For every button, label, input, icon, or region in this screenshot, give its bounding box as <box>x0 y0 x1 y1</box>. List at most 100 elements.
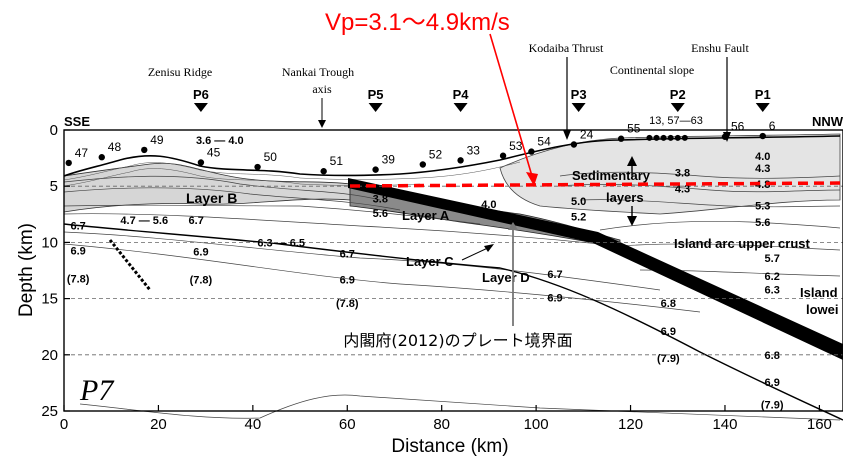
station-label: 39 <box>382 153 396 167</box>
plate-boundary-label: 内閣府(2012)のプレート境界面 <box>343 331 572 350</box>
station-dot <box>617 135 625 142</box>
sed-arrowhead-down <box>627 216 637 226</box>
x-tick-label: 120 <box>618 416 643 433</box>
velocity-label: 5.7 <box>765 253 780 265</box>
velocity-label: 6.8 <box>765 350 780 362</box>
y-tick-label: 0 <box>50 122 58 139</box>
station-dot <box>674 134 681 141</box>
station-dot <box>457 157 464 164</box>
x-tick-label: 40 <box>245 416 262 433</box>
x-axis-label: Distance (km) <box>391 436 508 457</box>
station-dot <box>254 163 261 171</box>
vp-pointer-line <box>489 33 533 177</box>
velocity-label: (7.8) <box>336 298 359 310</box>
y-tick-label: 5 <box>50 178 58 195</box>
station-label: 53 <box>509 139 523 153</box>
plot-frame <box>63 129 843 412</box>
kodaiba-arrowhead <box>563 130 571 140</box>
profile-label: P2 <box>670 87 686 102</box>
x-tick-label: 80 <box>433 416 450 433</box>
y-axis-ticks: 0 5 10 15 20 25 <box>41 122 70 420</box>
panel-label: P7 <box>79 374 115 407</box>
profile-label: P4 <box>453 87 470 102</box>
x-tick-label: 140 <box>712 416 737 433</box>
vp-pointer-arrowhead <box>526 172 538 186</box>
layer-b-band <box>63 162 351 213</box>
profile-triangle-icon <box>368 103 383 112</box>
profile-triangle-icon <box>571 103 586 112</box>
plate-boundary-arrowhead <box>508 222 518 230</box>
enshu-fault-label: Enshu Fault <box>691 41 749 55</box>
sse-label: SSE <box>64 114 90 129</box>
velocity-label: 6.2 <box>765 271 780 283</box>
station-label: 33 <box>467 143 481 157</box>
layer-d-label: Layer D <box>482 270 530 285</box>
y-tick-label: 20 <box>41 347 58 364</box>
velocity-label: 6.3 <box>765 285 780 297</box>
velocity-label: 6.7 <box>189 215 204 227</box>
profile-label: P5 <box>368 87 384 102</box>
station-label: 50 <box>264 150 278 164</box>
station-dot <box>65 159 72 167</box>
velocity-label: 6.9 <box>340 274 355 286</box>
profile-label: P6 <box>193 87 209 102</box>
velocity-contours <box>63 171 841 421</box>
velocity-label: 6.7 <box>547 269 562 281</box>
y-axis-label: Depth (km) <box>16 223 37 317</box>
vp-annotation-label: Vp=3.1～4.9km/s <box>325 9 510 36</box>
nnw-label: NNW <box>812 114 843 129</box>
velocity-label: 6.7 <box>340 249 355 261</box>
nankai-axis-arrowhead <box>318 120 326 128</box>
velocity-label: (7.8) <box>190 274 213 286</box>
station-dot <box>667 134 674 141</box>
station-dot <box>759 132 766 140</box>
velocity-label: 4.7 — 5.6 <box>120 215 168 227</box>
shallow-contours <box>63 161 521 187</box>
station-dot <box>320 168 327 175</box>
island-label: Island <box>800 285 838 300</box>
sedimentary-label: Sedimentary <box>572 168 651 183</box>
station-dot <box>646 134 653 141</box>
station-dot <box>653 134 660 141</box>
velocity-label: 6.3 — 6.5 <box>257 237 305 249</box>
station-dot <box>197 159 205 166</box>
velocity-label: (7.9) <box>657 353 680 365</box>
y-tick-label: 25 <box>41 403 58 420</box>
station-dot <box>528 148 535 155</box>
station-label: 56 <box>731 120 745 134</box>
sed-arrowhead-up <box>627 156 637 166</box>
velocity-label: 5.0 <box>571 196 586 208</box>
x-tick-label: 20 <box>150 416 167 433</box>
station-label: 55 <box>627 122 641 136</box>
station-label: 47 <box>75 146 89 160</box>
velocity-label: 5.3 <box>755 200 770 212</box>
station-dot <box>499 152 507 159</box>
velocity-label: 3.6 — 4.0 <box>196 135 244 147</box>
velocity-label: 6.8 <box>661 298 676 310</box>
y-tick-label: 15 <box>41 291 58 308</box>
nankai-trough-label: Nankai Trough <box>282 65 354 79</box>
velocity-label: 6.9 <box>765 377 780 389</box>
layer-b-label: Layer B <box>186 190 237 206</box>
velocity-label: 4.3 <box>675 183 690 195</box>
station-dot <box>681 134 688 141</box>
x-tick-label: 0 <box>60 416 68 433</box>
kodaiba-thrust-label: Kodaiba Thrust <box>529 41 604 55</box>
velocity-label: (7.9) <box>761 399 784 411</box>
oceanic-moho-lines <box>63 223 843 421</box>
obs-range-label: 13, 57—63 <box>649 115 703 127</box>
velocity-label: 6.9 <box>547 292 562 304</box>
station-dot <box>141 146 148 154</box>
station-label: 6 <box>769 119 776 133</box>
velocity-label: 3.8 <box>675 168 690 180</box>
lower-label: lowei <box>806 302 839 317</box>
velocity-label: 4.0 <box>755 151 770 163</box>
continental-slope-label: Continental slope <box>610 63 694 77</box>
velocity-label: 6.9 <box>193 246 208 258</box>
velocity-label: 4.3 <box>755 163 770 175</box>
y-tick-label: 10 <box>41 234 58 251</box>
